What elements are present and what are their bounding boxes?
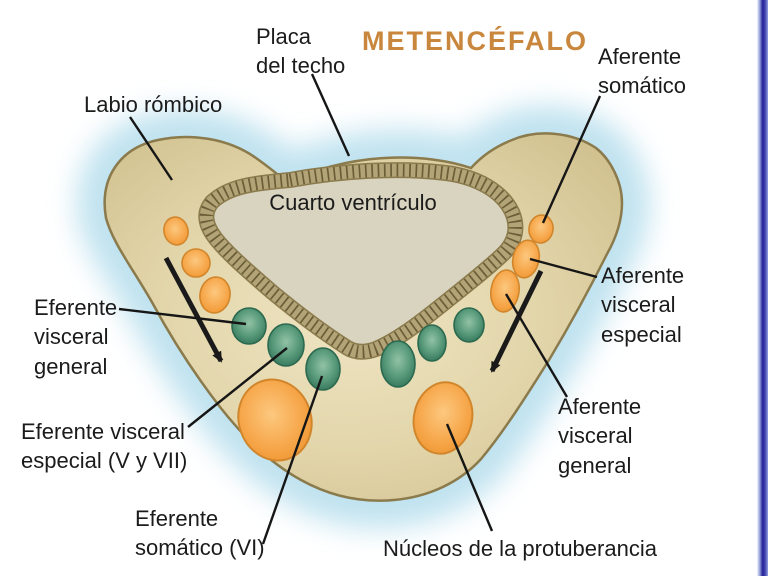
- afferent-nuclei-orange: [163, 214, 554, 314]
- migration-arrow-left: [163, 256, 224, 363]
- label-aferente-visceral-especial: Aferente visceral especial: [601, 263, 685, 347]
- label-line-labio-rombico: [129, 116, 173, 181]
- label-labio-rombico: Labio rómbico: [84, 92, 223, 117]
- green-nucleus: [380, 340, 416, 388]
- green-nucleus: [453, 307, 485, 343]
- orange-nucleus: [163, 216, 189, 246]
- label-line-nucleos-protuberancia: [445, 423, 494, 532]
- label-eferente-visceral-general: Eferente visceral general: [34, 295, 118, 379]
- pontine-nucleus-right: [412, 381, 474, 455]
- green-nucleus: [417, 324, 447, 362]
- orange-nucleus: [490, 269, 520, 313]
- diagram-title: METENCÉFALO: [362, 26, 589, 56]
- label-aferente-visceral-general: Aferente visceral general: [558, 394, 642, 478]
- pontine-nucleus-left: [237, 378, 313, 462]
- label-leader-lines: [118, 73, 602, 545]
- label-line-eferente-visceral-general: [118, 307, 247, 326]
- fourth-ventricle: [198, 162, 524, 360]
- label-placa-del-techo: Placa del techo: [256, 24, 346, 79]
- green-nucleus: [305, 347, 341, 391]
- orange-nucleus: [181, 248, 211, 278]
- label-eferente-visceral-especial: Eferente visceral especial (V y VII): [21, 419, 188, 474]
- green-nucleus: [231, 307, 267, 345]
- label-line-aferente-visceral-especial: [529, 257, 598, 279]
- orange-nucleus: [199, 276, 231, 314]
- pontine-nuclei: [237, 378, 474, 462]
- label-nucleos-protuberancia: Núcleos de la protuberancia: [383, 536, 657, 561]
- efferent-nuclei-green: [231, 307, 485, 391]
- label-line-eferente-somatico: [261, 375, 324, 545]
- membrane-tick-marks: [199, 163, 522, 359]
- label-eferente-somatico: Eferente somático (VI): [135, 506, 265, 561]
- slide-right-border: [757, 0, 768, 576]
- migration-arrow-right: [489, 269, 544, 373]
- label-line-aferente-somatico: [541, 95, 602, 224]
- label-aferente-somatico: Aferente somático: [598, 44, 687, 99]
- label-cuarto-ventriculo: Cuarto ventrículo: [269, 190, 437, 215]
- label-line-eferente-visceral-especial: [187, 347, 288, 428]
- migration-arrows: [163, 256, 544, 373]
- label-line-aferente-visceral-general: [504, 293, 569, 398]
- label-line-placa-del-techo: [310, 73, 351, 157]
- orange-nucleus: [528, 214, 554, 244]
